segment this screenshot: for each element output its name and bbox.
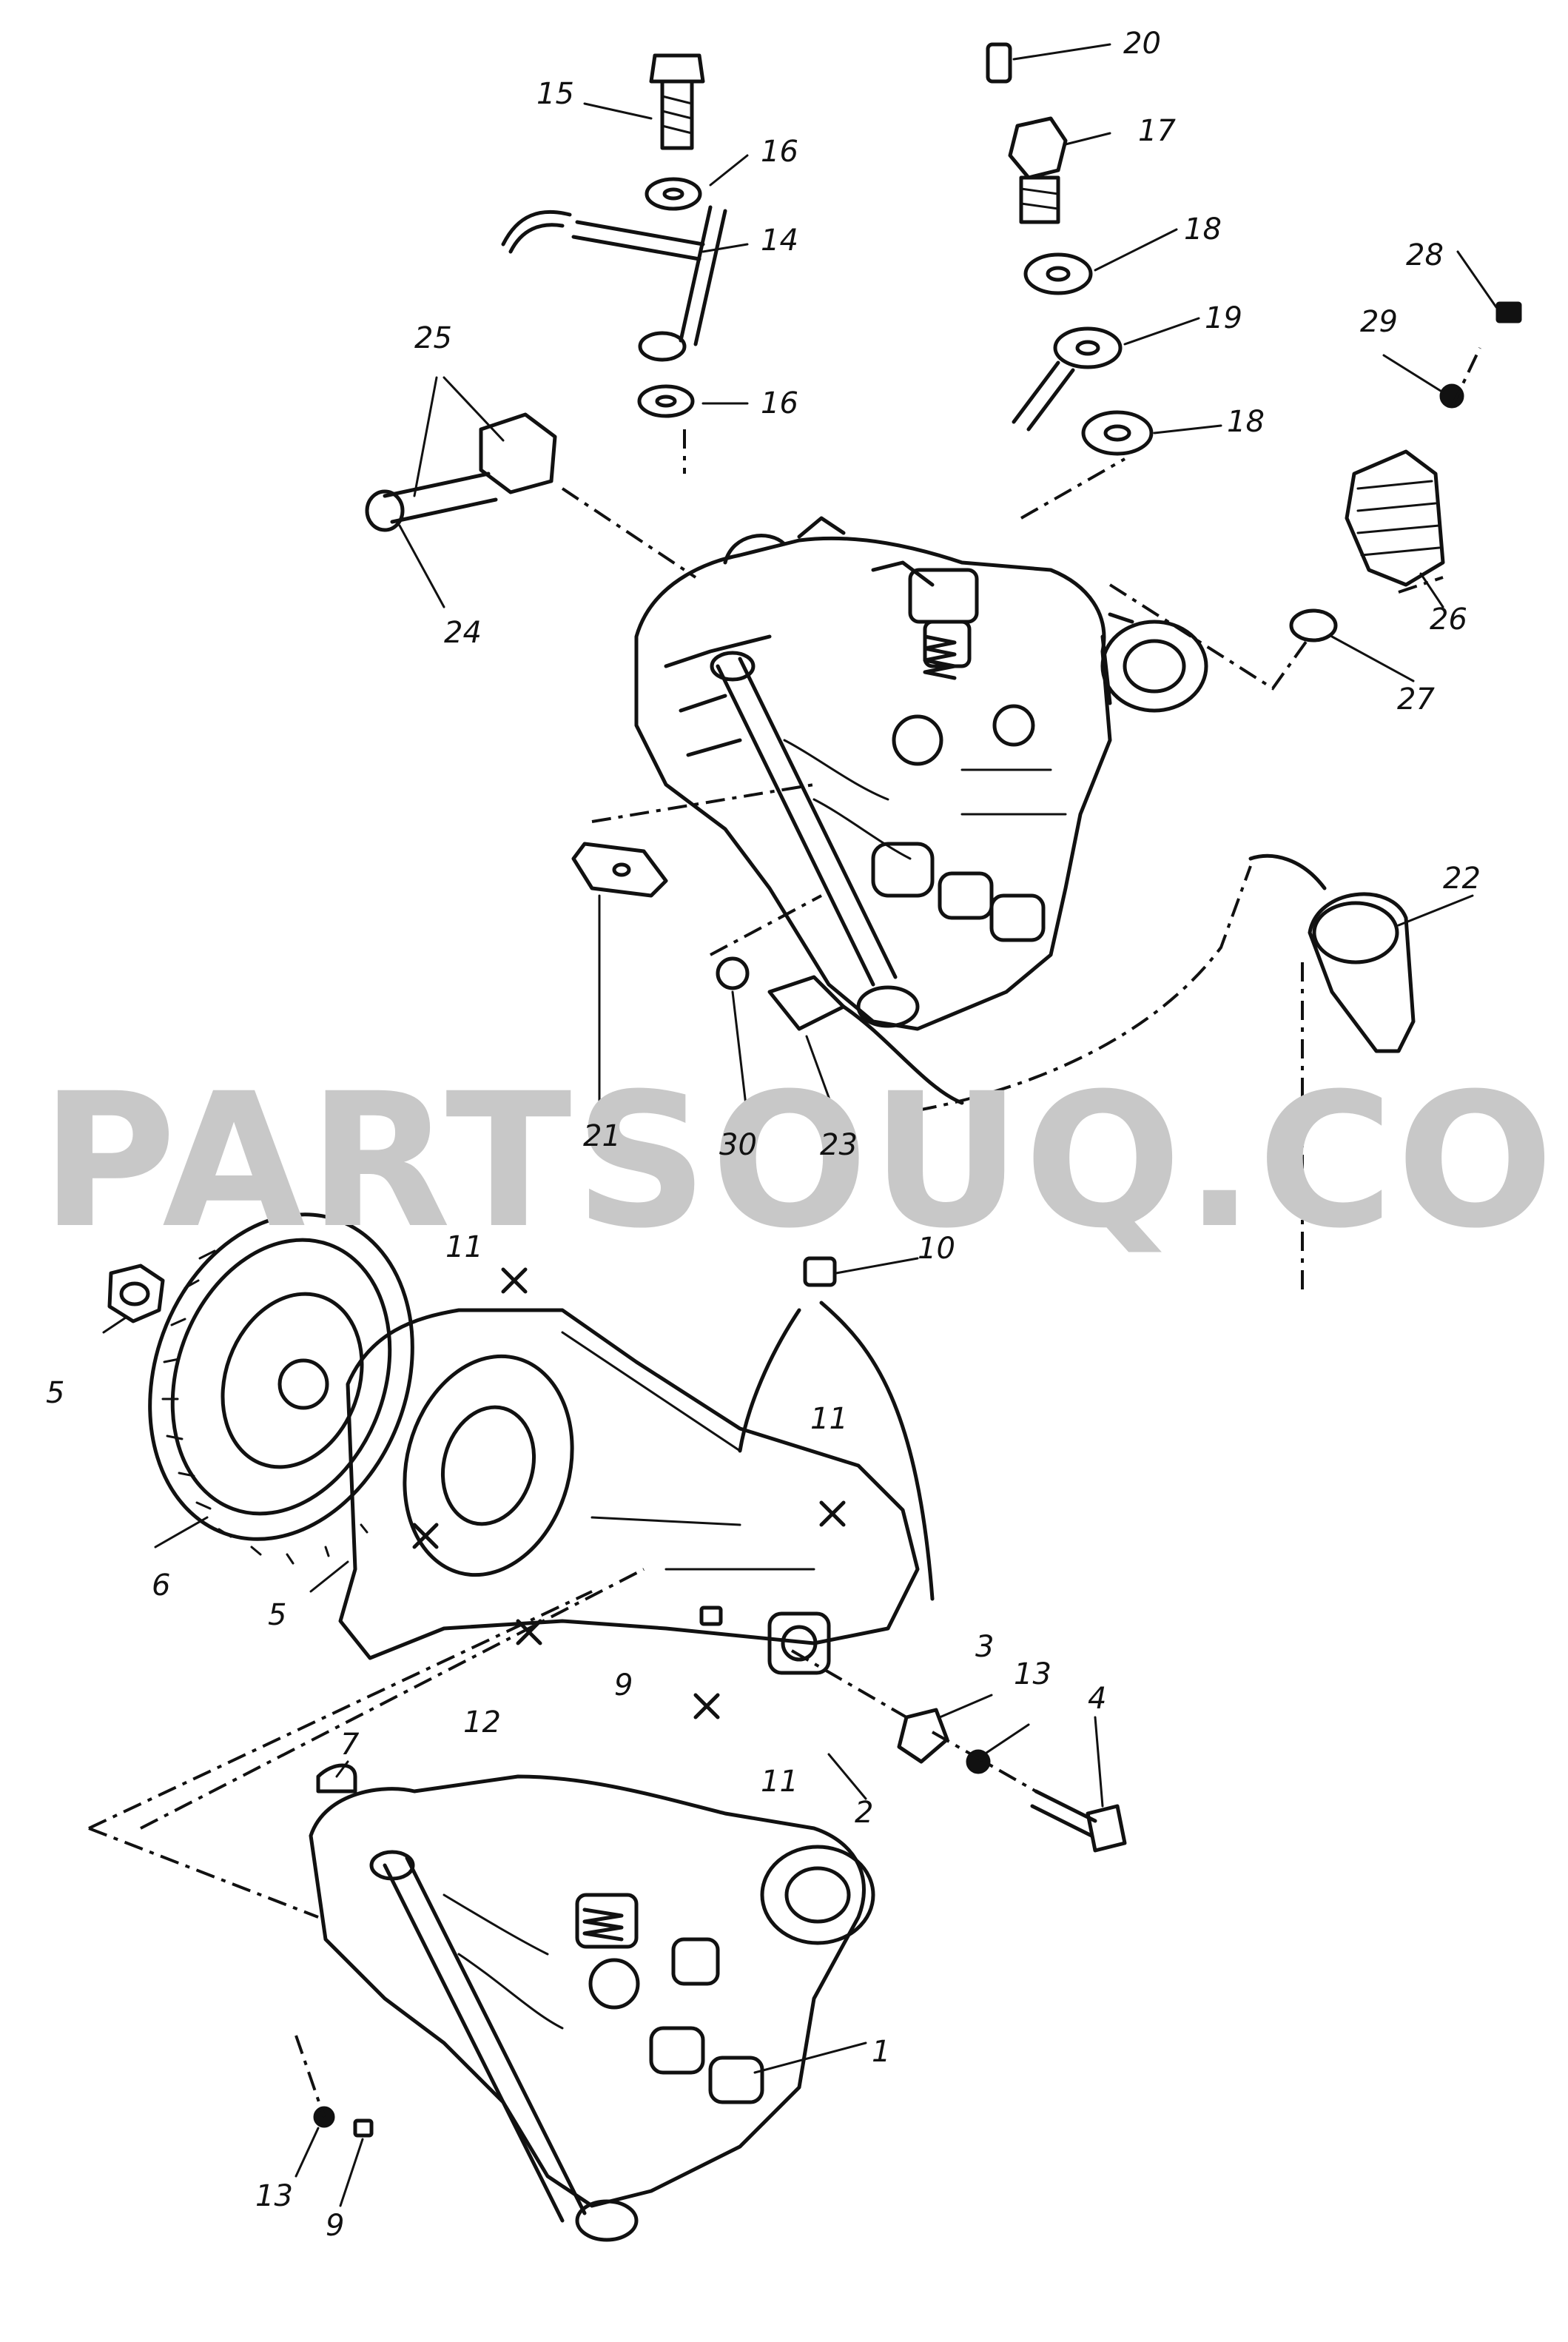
- upper-pump-assembly: [634, 516, 1208, 1031]
- callout-16-bottom: 16: [761, 386, 798, 420]
- callout-30: 30: [719, 1128, 757, 1162]
- callout-11-middle: 11: [810, 1402, 848, 1436]
- callout-11-bottom: 11: [761, 1765, 798, 1799]
- callout-9-upper: 9: [614, 1668, 633, 1702]
- callout-ticks: [102, 43, 1498, 2207]
- callout-5-left: 5: [46, 1376, 64, 1410]
- callout-18-top: 18: [1184, 212, 1222, 246]
- callout-28: 28: [1406, 238, 1444, 272]
- callout-10: 10: [918, 1232, 955, 1266]
- callout-4: 4: [1088, 1682, 1106, 1716]
- callout-2: 2: [855, 1796, 873, 1830]
- callout-9-lower: 9: [326, 2209, 344, 2243]
- callout-7: 7: [340, 1728, 360, 1762]
- callout-11-top: 11: [445, 1230, 483, 1264]
- callout-1: 1: [872, 2035, 890, 2069]
- callout-12: 12: [463, 1705, 501, 1739]
- callout-14: 14: [761, 224, 798, 258]
- callout-19: 19: [1205, 301, 1242, 335]
- callout-18-bottom: 18: [1227, 405, 1265, 439]
- callout-20: 20: [1123, 27, 1161, 61]
- callout-17: 17: [1138, 114, 1176, 148]
- callout-23: 23: [820, 1128, 858, 1162]
- callout-16-top: 16: [761, 135, 798, 169]
- callout-27: 27: [1397, 682, 1435, 717]
- small-parts: [313, 42, 1522, 2138]
- callout-13-right: 13: [1014, 1657, 1051, 1691]
- watermark-text: PARTSOUQ.COM: [41, 1053, 1568, 1269]
- callout-13-left: 13: [255, 2179, 293, 2213]
- callout-15: 15: [536, 77, 574, 111]
- callout-labels: 15 16 14 16 20 17 18 19 18 28 29 26 27 2…: [46, 27, 1481, 2243]
- callout-6: 6: [152, 1568, 170, 1603]
- leader-lines: [88, 347, 1481, 2118]
- callout-26: 26: [1430, 603, 1467, 637]
- callout-29: 29: [1360, 305, 1398, 339]
- callout-3: 3: [975, 1630, 994, 1664]
- callout-22: 22: [1443, 862, 1481, 896]
- callout-25: 25: [414, 321, 452, 355]
- callout-5-lower: 5: [268, 1598, 286, 1632]
- gear-and-bracket-assembly: [107, 1212, 935, 2242]
- callout-24: 24: [444, 616, 482, 650]
- callout-21: 21: [583, 1119, 621, 1153]
